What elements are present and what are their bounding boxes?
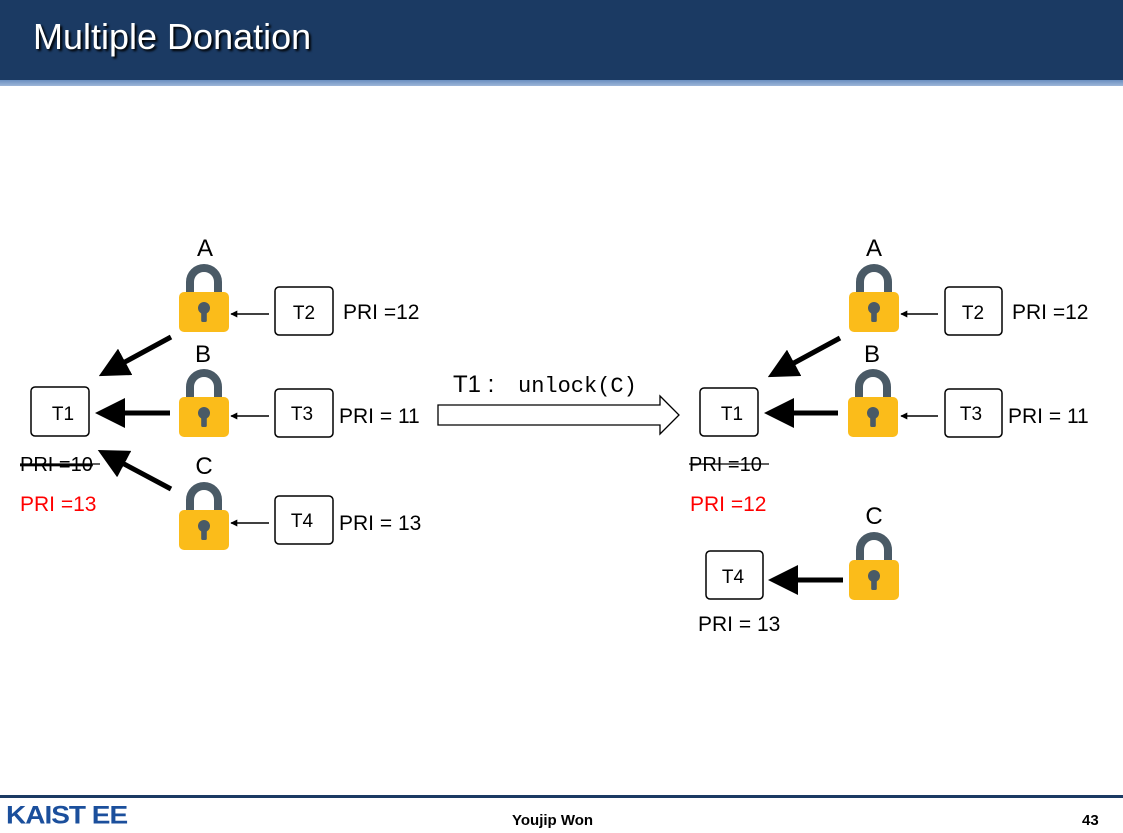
priority-t3: PRI = 11	[339, 405, 420, 428]
lock-label-b: B	[864, 341, 880, 368]
lock-label-a: A	[866, 235, 882, 262]
page-number: 43	[1082, 812, 1099, 829]
hold-arrow	[97, 449, 173, 492]
thread-box-t3	[944, 388, 1003, 438]
thread-box-t4	[705, 550, 764, 600]
transition-thread: T1 :	[453, 371, 494, 398]
lock-icon	[179, 486, 229, 550]
before-diagram: T1 A B C T2 T3 T4 PRI =12 PRI = 11 PRI =…	[20, 235, 421, 550]
priority-t4: PRI = 13	[698, 613, 780, 636]
priority-t1-original: PRI =10	[20, 454, 93, 476]
priority-t1-donated: PRI =13	[20, 493, 96, 516]
transition-arrow	[437, 394, 680, 436]
priority-t3: PRI = 11	[1008, 405, 1089, 428]
lock-icon	[848, 373, 898, 437]
hold-arrow	[767, 335, 842, 378]
page-title: Multiple Donation	[33, 16, 312, 57]
priority-t4: PRI = 13	[339, 512, 421, 535]
thread-label-t4: T4	[722, 567, 745, 588]
lock-label-c: C	[865, 503, 882, 530]
thread-label-t1: T1	[721, 404, 743, 425]
thread-box-t1	[30, 386, 90, 437]
thread-label-t2: T2	[962, 303, 984, 324]
priority-t1-donated: PRI =12	[690, 493, 766, 516]
thread-box-t2	[274, 286, 334, 336]
priority-t2: PRI =12	[1012, 301, 1088, 324]
after-diagram: T1 A B C T2 T3 T4 PRI =12 PRI = 11 PRI =…	[689, 235, 1089, 636]
thread-box-t2	[944, 286, 1003, 336]
thread-label-t2: T2	[293, 303, 315, 324]
thread-label-t1: T1	[52, 404, 74, 425]
footer-logo: KAIST EE	[6, 801, 128, 829]
title-bar	[0, 0, 1123, 80]
lock-icon	[849, 536, 899, 600]
hold-arrow	[98, 334, 173, 377]
lock-icon	[849, 268, 899, 332]
thread-box-t4	[274, 495, 334, 545]
thread-label-t3: T3	[291, 404, 313, 425]
footer-author: Youjip Won	[512, 812, 594, 829]
priority-t2: PRI =12	[343, 301, 419, 324]
thread-box-t3	[274, 388, 334, 438]
title-stripe	[0, 80, 1123, 86]
thread-label-t4: T4	[291, 511, 314, 532]
thread-box-t1	[699, 387, 759, 437]
lock-icon	[179, 373, 229, 437]
transition: T1 : unlock(C)	[437, 371, 680, 436]
lock-icon	[179, 268, 229, 332]
thread-label-t3: T3	[960, 404, 982, 425]
lock-label-c: C	[195, 453, 212, 480]
transition-call: unlock(C)	[518, 374, 637, 399]
priority-t1-original: PRI =10	[689, 454, 762, 476]
footer-divider	[0, 795, 1123, 798]
lock-label-a: A	[197, 235, 213, 262]
lock-label-b: B	[195, 341, 211, 368]
